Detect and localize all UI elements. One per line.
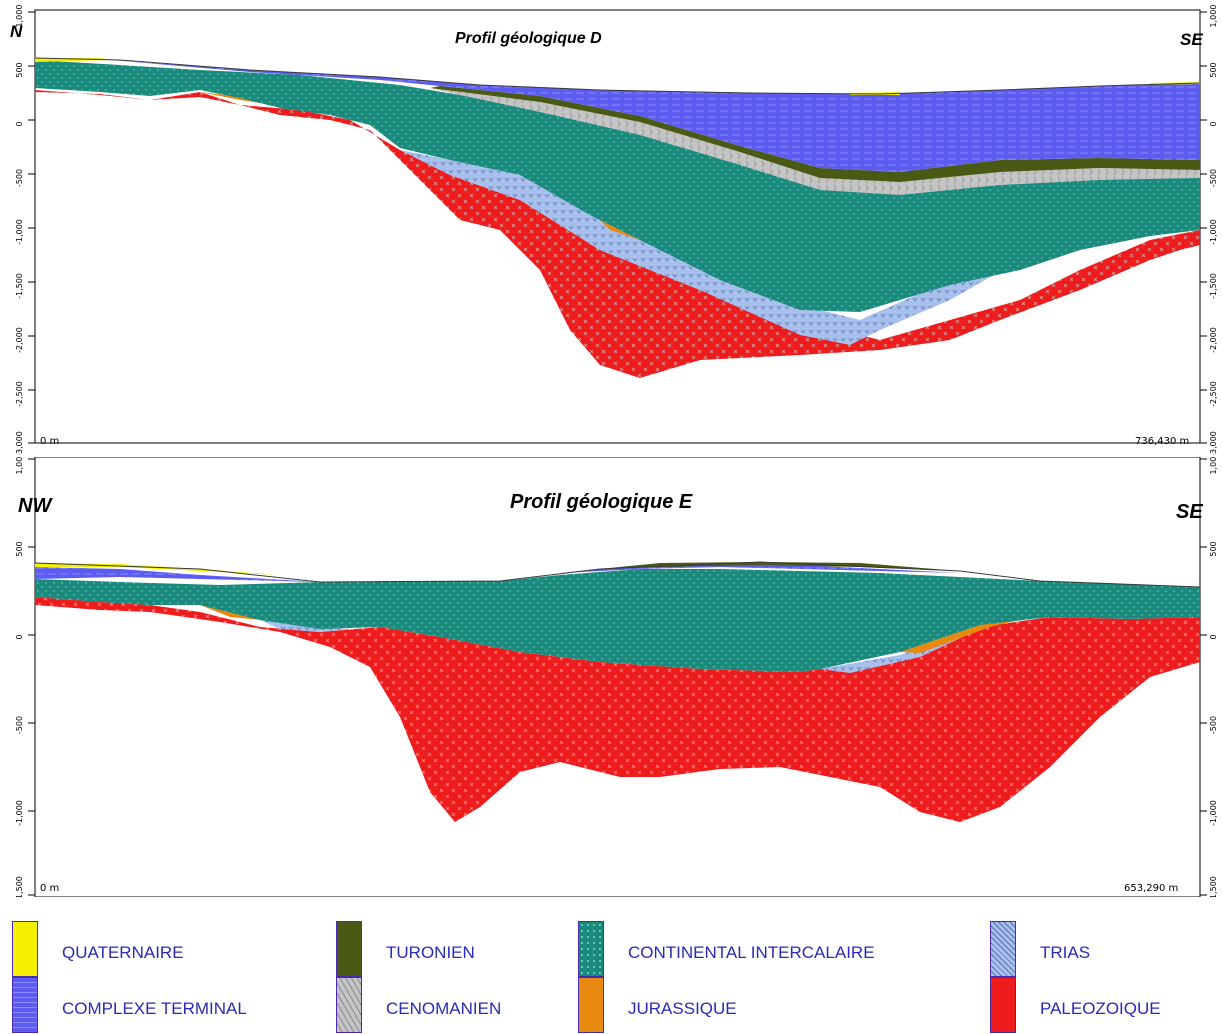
e-rtick-m1500: -1,500: [1209, 876, 1218, 897]
d-rtick-m2000: -2,000: [1209, 327, 1218, 353]
e-rtick-m1000: -1,000: [1209, 800, 1218, 826]
profile-d-panel: 1,000 500 0 -500 -1,000 -1,500 -2,000 -2…: [0, 0, 1223, 455]
d-tick-m2500: -2,500: [15, 381, 24, 407]
legend-swatch-paleozoique: [990, 977, 1016, 1033]
profile-d-right-ruler: [1200, 11, 1207, 444]
legend-label-turonien: TURONIEN: [386, 943, 475, 962]
profile-d-cross-section: 1,000 500 0 -500 -1,000 -1,500 -2,000 -2…: [15, 5, 1218, 455]
e-rtick-1000: 1,000: [1209, 457, 1218, 474]
d-rtick-m2500: -2,500: [1209, 381, 1218, 407]
legend-label-cenomanien: CENOMANIEN: [386, 999, 502, 1018]
profile-e-panel: 1,000 500 0 -500 -1,000 -1,500 1,000 500…: [0, 457, 1223, 897]
profile-e-y-tick-labels: 1,000 500 0 -500 -1,000 -1,500 1,000 500…: [15, 457, 1218, 897]
d-rtick-m1000: -1,000: [1209, 219, 1218, 245]
e-tick-500: 500: [15, 541, 24, 556]
profile-d-end-distance: 736,430 m: [1135, 436, 1190, 447]
d-rtick-500: 500: [1209, 62, 1218, 77]
d-tick-500: 500: [15, 62, 24, 77]
e-rtick-500: 500: [1209, 541, 1218, 556]
d-rtick-m3000: -3,000: [1209, 431, 1218, 455]
e-tick-0: 0: [15, 634, 24, 639]
profile-e-title: Profil géologique E: [510, 491, 693, 513]
e-tick-1000: 1,000: [15, 457, 24, 474]
profile-d-title: Profil géologique D: [455, 30, 602, 47]
legend-label-paleozoique: PALEOZOIQUE: [1040, 999, 1161, 1018]
profile-e-cross-section: 1,000 500 0 -500 -1,000 -1,500 1,000 500…: [15, 457, 1218, 897]
d-tick-1000: 1,000: [15, 5, 24, 28]
d-layer-continental-intercalaire: [35, 60, 1200, 312]
e-rtick-m500: -500: [1209, 716, 1218, 734]
d-rtick-m500: -500: [1209, 169, 1218, 187]
d-layer-turonien: [430, 86, 1200, 182]
e-tick-m500: -500: [15, 716, 24, 734]
profile-d-left-direction: N: [10, 22, 23, 41]
profile-e-left-direction: NW: [18, 495, 52, 517]
legend-label-quaternaire: QUATERNAIRE: [62, 943, 184, 962]
d-layer-trias: [400, 150, 1020, 345]
d-layer-complexe-terminal: [110, 60, 1200, 172]
d-rtick-m1500: -1,500: [1209, 273, 1218, 299]
legend-label-complexe-terminal: COMPLEXE TERMINAL: [62, 999, 247, 1018]
profile-e-end-distance: 653,290 m: [1124, 883, 1179, 894]
e-rtick-0: 0: [1209, 634, 1218, 639]
profile-e-start-distance: 0 m: [40, 883, 60, 894]
profile-e-left-ruler: [28, 458, 35, 896]
e-layer-turonien: [600, 562, 960, 571]
d-tick-m1000: -1,000: [15, 219, 24, 245]
d-rtick-1000: 1,000: [1209, 5, 1218, 28]
e-layer-paleozoique: [35, 597, 1200, 822]
legend-swatch-trias: [990, 921, 1016, 977]
legend-swatch-cenomanien: [336, 977, 362, 1033]
e-layer-quaternaire: [35, 563, 280, 575]
profile-e-right-direction: SE: [1176, 501, 1203, 523]
legend-swatch-jurassique: [578, 977, 604, 1033]
profile-d-left-ruler: [28, 11, 35, 444]
profile-d-start-distance: 0 m: [40, 436, 60, 447]
d-tick-m500: -500: [15, 169, 24, 187]
profile-d-right-direction: SE: [1180, 30, 1203, 49]
d-tick-m1500: -1,500: [15, 273, 24, 299]
legend-label-jurassique: JURASSIQUE: [628, 999, 737, 1018]
d-tick-0: 0: [15, 121, 24, 126]
legend: QUATERNAIRE COMPLEXE TERMINAL TURONIEN C…: [0, 897, 1223, 1034]
e-layer-continental-intercalaire: [35, 569, 1200, 672]
d-rtick-0: 0: [1209, 121, 1218, 126]
d-tick-m2000: -2,000: [15, 327, 24, 353]
e-tick-m1500: -1,500: [15, 876, 24, 897]
legend-swatch-turonien: [336, 921, 362, 977]
legend-label-trias: TRIAS: [1040, 943, 1091, 962]
legend-label-continental-intercalaire: CONTINENTAL INTERCALAIRE: [628, 943, 875, 962]
d-layer-paleozoique: [35, 90, 1200, 378]
legend-swatch-complexe-terminal: [12, 977, 38, 1033]
profile-d-y-tick-labels: 1,000 500 0 -500 -1,000 -1,500 -2,000 -2…: [15, 5, 1218, 455]
legend-swatch-continental-intercalaire: [578, 921, 604, 977]
legend-swatch-quaternaire: [12, 921, 38, 977]
d-layer-cenomanien: [430, 88, 1200, 195]
d-tick-m3000: -3,000: [15, 431, 24, 455]
profile-e-right-ruler: [1200, 458, 1207, 896]
e-tick-m1000: -1,000: [15, 800, 24, 826]
